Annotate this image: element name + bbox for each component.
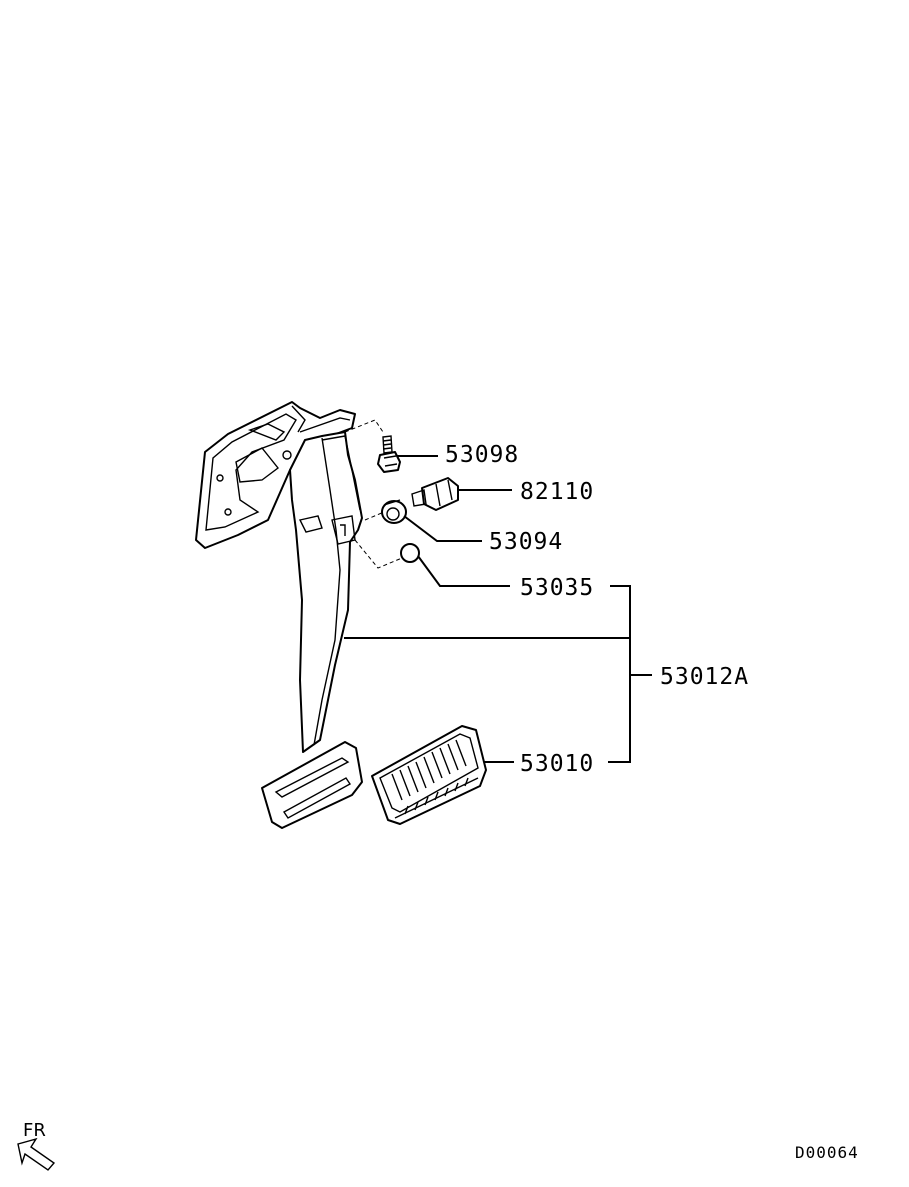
ref-line-cushion xyxy=(354,539,403,569)
pedal-pad-plate xyxy=(261,741,363,829)
label-82110: 82110 xyxy=(520,479,594,505)
stopper-53094 xyxy=(381,499,407,524)
label-53035: 53035 xyxy=(520,575,594,601)
figure-code: D00064 xyxy=(795,1143,859,1162)
front-arrow-icon xyxy=(17,1137,56,1171)
label-53094: 53094 xyxy=(489,529,563,555)
label-53012A: 53012A xyxy=(660,664,749,690)
front-direction-indicator: FR xyxy=(17,1120,56,1171)
ref-line-stopper xyxy=(364,511,385,521)
leader-lines xyxy=(344,455,652,763)
pedal-rubber-pad xyxy=(371,725,487,825)
label-53098: 53098 xyxy=(445,442,519,468)
pedal-arm xyxy=(289,431,363,753)
ref-line-bolt xyxy=(344,419,384,433)
bolt-53098 xyxy=(377,435,401,473)
switch-82110 xyxy=(411,477,459,511)
label-53010: 53010 xyxy=(520,751,594,777)
cushion-53035 xyxy=(400,543,420,563)
front-label: FR xyxy=(23,1120,46,1141)
